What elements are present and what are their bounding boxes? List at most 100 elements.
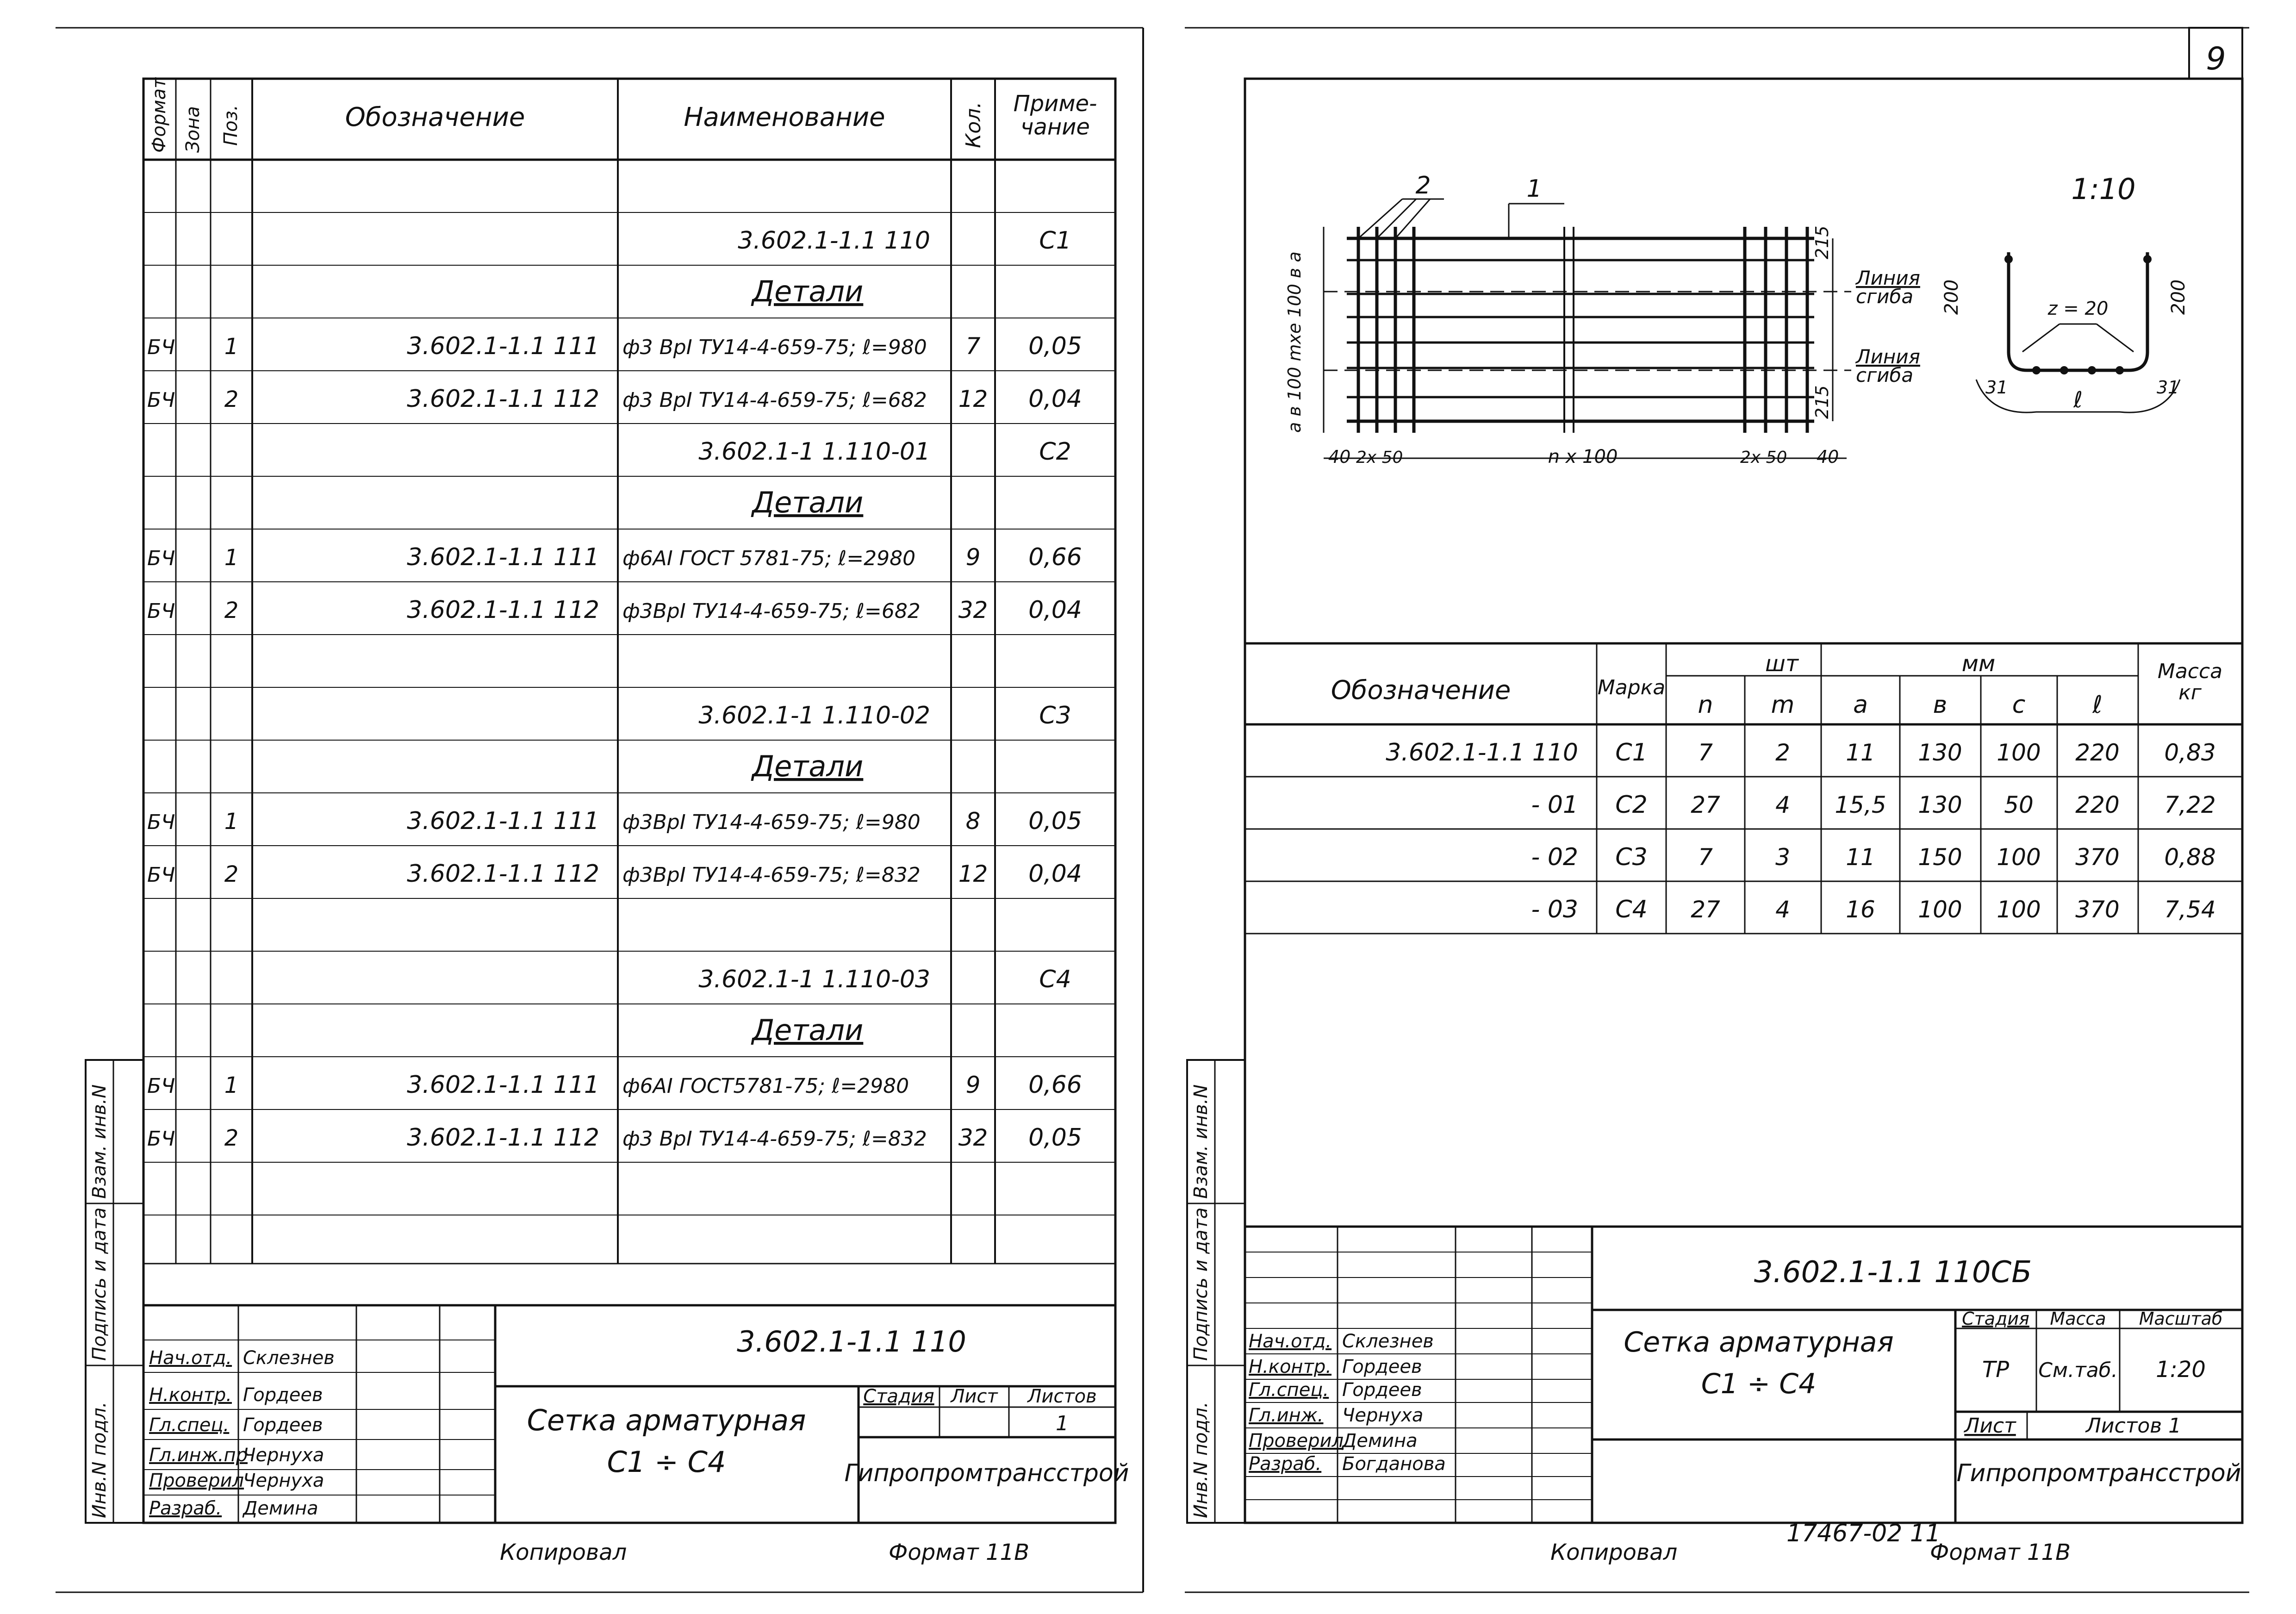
- row-qty: 8: [966, 808, 981, 835]
- row-pos: 1: [224, 545, 239, 571]
- row-note: 0,66: [1028, 1071, 1082, 1099]
- row-format: БЧ: [147, 1074, 175, 1098]
- row-note: С3: [1039, 702, 1071, 729]
- marks-m: 3: [1775, 844, 1790, 871]
- section-z-line: [2096, 323, 2134, 353]
- row-name: ф3ВрI ТУ14-4-659-75; ℓ=832: [622, 863, 921, 887]
- leader-2: [1394, 199, 1431, 239]
- rtb-title: Сетка арматурная: [1624, 1326, 1893, 1359]
- marks-subheader: а: [1853, 691, 1868, 719]
- section-dim-31-left: 31: [1985, 377, 2008, 398]
- marks-n: 7: [1698, 739, 1713, 766]
- marks-c: 100: [1997, 844, 2041, 871]
- rtb-role: Гл.инж.: [1249, 1405, 1323, 1426]
- header-qty: Кол.: [962, 102, 985, 148]
- side-strip: [1186, 1059, 1246, 1524]
- tb-title: Сетка арматурная: [527, 1403, 806, 1437]
- row-note: 0,05: [1028, 807, 1082, 835]
- header-name: Наименование: [684, 102, 885, 132]
- header-format: Формат: [149, 77, 170, 153]
- rtb-role: Нач.отд.: [1249, 1331, 1332, 1352]
- marks-n: 27: [1691, 791, 1720, 818]
- row-pos: 1: [224, 1072, 239, 1098]
- section-dim-l: ℓ: [2073, 387, 2083, 413]
- marks-a: 11: [1846, 844, 1875, 871]
- marks-b: 130: [1918, 739, 1962, 766]
- side-label-inv: Инв.N подл.: [89, 1402, 110, 1518]
- left-sheet-frame: [142, 77, 1117, 1524]
- tb-name: Чернуха: [243, 1445, 324, 1466]
- rtb-scale-label: Масштаб: [2139, 1309, 2223, 1329]
- marks-l: 220: [2075, 791, 2119, 818]
- side-label-repl: Взам. инв.N: [89, 1084, 110, 1199]
- leader-2-label: 2: [1415, 172, 1431, 199]
- row-heading-details: Детали: [751, 749, 864, 783]
- row-format: БЧ: [147, 810, 175, 834]
- row-designation: 3.602.1-1.1 112: [407, 1124, 599, 1152]
- tb-code: 3.602.1-1.1 110: [737, 1325, 966, 1359]
- tb-name: Чернуха: [243, 1470, 324, 1491]
- row-heading-details: Детали: [751, 1013, 864, 1047]
- archive-stamp: 17467-02 11: [1786, 1520, 1941, 1547]
- row-assembly-code: 3.602.1-1 1.110-02: [698, 702, 930, 729]
- row-designation: 3.602.1-1.1 111: [407, 543, 599, 571]
- row-qty: 9: [966, 544, 981, 571]
- side-strip: [85, 1059, 144, 1524]
- row-assembly-code: 3.602.1-1 1.110-01: [698, 438, 930, 466]
- copied-label: Копировал: [1550, 1539, 1677, 1565]
- rtb-code: 3.602.1-1.1 110СБ: [1754, 1255, 2032, 1290]
- tb-role: Разраб.: [149, 1498, 222, 1519]
- marks-n: 27: [1691, 896, 1720, 923]
- marks-a: 11: [1846, 739, 1875, 766]
- row-name: ф3 ВрI ТУ14-4-659-75; ℓ=980: [622, 336, 927, 359]
- copied-label: Копировал: [500, 1539, 627, 1565]
- rtb-sheet-label: Лист: [1963, 1414, 2016, 1438]
- row-format: БЧ: [147, 388, 175, 412]
- section-z-line: [2022, 323, 2060, 353]
- row-note: 0,66: [1028, 543, 1082, 571]
- format-label: Формат 11В: [889, 1539, 1029, 1565]
- row-name: ф3ВрI ТУ14-4-659-75; ℓ=682: [622, 599, 921, 623]
- row-name: ф3 ВрI ТУ14-4-659-75; ℓ=682: [622, 388, 927, 412]
- section-dim-200-right: 200: [2168, 280, 2189, 315]
- row-designation: 3.602.1-1.1 111: [407, 332, 599, 360]
- row-heading-details: Детали: [751, 274, 864, 308]
- tb-sheets-label: Листов: [1027, 1386, 1096, 1407]
- dim-40-left: 40: [1328, 447, 1350, 467]
- row-format: БЧ: [147, 547, 175, 570]
- rtb-mass-value: См.таб.: [2038, 1359, 2118, 1382]
- bend-label-2b: сгиба: [1856, 364, 1913, 386]
- rtb-subtitle: С1 ÷ С4: [1701, 1368, 1817, 1400]
- marks-n: 7: [1698, 844, 1713, 871]
- row-note: 0,04: [1028, 385, 1082, 413]
- leader-2: [1376, 198, 1417, 239]
- row-qty: 12: [958, 386, 988, 412]
- leader-2: [1357, 198, 1403, 239]
- bend-label-2: Линия: [1855, 345, 1920, 368]
- scale-label: 1:10: [2071, 172, 2135, 206]
- marks-subheader: m: [1771, 691, 1795, 719]
- row-note: С2: [1039, 438, 1071, 466]
- row-pos: 1: [224, 809, 239, 835]
- row-assembly-code: 3.602.1-1.1 110: [738, 227, 930, 255]
- marks-mass: 7,22: [2164, 791, 2215, 818]
- tb-sheets-value: 1: [1056, 1412, 1069, 1435]
- tb-role: Нач.отд.: [149, 1347, 232, 1369]
- side-label-sign: Подпись и дата: [1190, 1208, 1212, 1361]
- leader-1-label: 1: [1526, 175, 1542, 203]
- marks-mark: С4: [1615, 896, 1647, 923]
- marks-b: 130: [1918, 791, 1962, 818]
- dim-left-label: а в 100 mхе 100 в а: [1284, 251, 1305, 433]
- format-label: Формат 11В: [1930, 1539, 2071, 1565]
- side-label-repl: Взам. инв.N: [1190, 1084, 1212, 1199]
- section-profile: [2007, 252, 2149, 372]
- dim-215-bottom: 215: [1812, 385, 1832, 419]
- dim-n100: n х 100: [1548, 446, 1618, 467]
- tb-role: Проверил: [149, 1470, 244, 1491]
- tb-subtitle: С1 ÷ С4: [607, 1445, 726, 1479]
- tb-org: Гипропромтрансстрой: [845, 1459, 1129, 1487]
- marks-a: 15,5: [1835, 791, 1886, 818]
- marks-mass: 0,88: [2164, 844, 2215, 871]
- rtb-role: Н.контр.: [1249, 1356, 1332, 1377]
- marks-designation: - 02: [1531, 843, 1578, 871]
